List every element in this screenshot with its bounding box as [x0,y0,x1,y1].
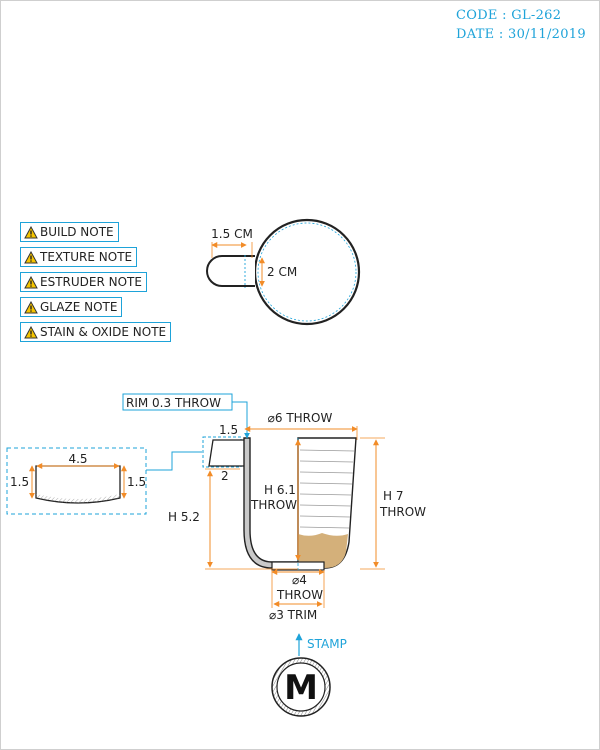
date-label: DATE : 30/11/2019 [456,27,586,42]
section-leader [146,451,202,471]
texture-note-button[interactable]: TEXTURE NOTE [20,247,138,267]
estruder-note-button[interactable]: ESTRUDER NOTE [20,272,147,292]
note-label: ESTRUDER NOTE [40,275,142,289]
throw-lines [299,449,355,529]
handle-width-value: 4.5 [68,452,87,466]
inner-height-mode: THROW [250,498,297,512]
warning-icon [24,325,38,338]
warning-icon [24,225,38,238]
note-label: BUILD NOTE [40,225,114,239]
handle-gap-label: 2 [221,469,229,483]
outer-height-label: H 7 [383,489,403,503]
warning-icon [24,300,38,313]
cup-inner-circle [257,222,357,322]
cup-section-view: 2 RIM 0.3 THROW 1.5 ⌀6 THROW [122,393,426,622]
glaze-note-button[interactable]: GLAZE NOTE [20,297,123,317]
top-handle [206,255,255,287]
top-diameter-label: ⌀6 THROW [268,411,333,425]
handle-height-label: 2 CM [267,265,297,279]
rim-label: RIM 0.3 THROW [126,396,221,410]
note-label: TEXTURE NOTE [40,250,133,264]
note-label: GLAZE NOTE [40,300,118,314]
stamp-letter: M [284,668,318,708]
code-label: CODE : GL-262 [456,8,562,23]
inner-height-label: H 6.1 [264,483,296,497]
build-note-button[interactable]: BUILD NOTE [20,222,119,242]
handle-width-label: 1.5 CM [211,227,253,241]
glaze-area [298,533,348,568]
foot-diameter-mode: THROW [276,588,323,602]
stamp-view: STAMP M [271,633,347,717]
trim-diameter-label: ⌀3 TRIM [269,608,317,622]
handle-section-frame [6,447,147,515]
handle-stub [208,439,247,467]
stamp-label: STAMP [307,637,347,651]
note-label: STAIN & OXIDE NOTE [40,325,167,339]
top-view: 1.5 CM 2 CM [206,218,361,326]
handle-section-view: 4.5 1.5 1.5 [6,436,242,515]
stain-oxide-note-button[interactable]: STAIN & OXIDE NOTE [20,322,172,342]
handle-right-height: 1.5 [127,475,146,489]
handle-left-height: 1.5 [10,475,29,489]
warning-icon [24,275,38,288]
warning-icon [24,250,38,263]
outer-height-mode: THROW [379,505,426,519]
foot-diameter-label: ⌀4 [292,573,307,587]
left-height-label: H 5.2 [168,510,200,524]
rim-top-label: 1.5 [219,423,238,437]
